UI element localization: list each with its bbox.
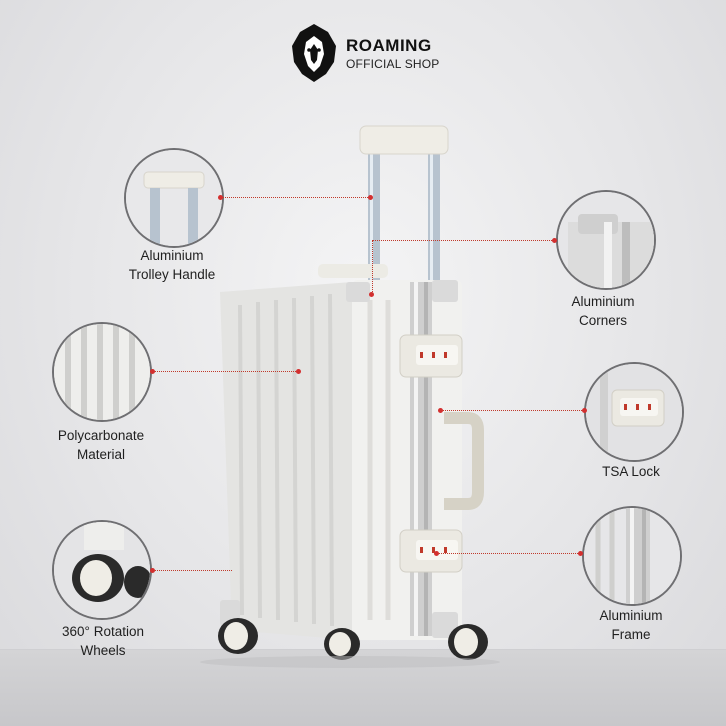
brand-header: ROAMING OFFICIAL SHOP	[288, 22, 448, 84]
corners-closeup	[556, 190, 656, 290]
frame-closeup	[582, 506, 682, 606]
wheels-feature: 360° Rotation Wheels	[18, 622, 188, 660]
polycarbonate-connector	[152, 371, 298, 372]
wheels-closeup	[52, 520, 152, 620]
tsa-lock-dot	[582, 408, 587, 413]
trolley-handle-closeup	[124, 148, 224, 248]
corners-feature: Aluminium Corners	[518, 292, 688, 330]
corners-dot-end	[369, 292, 374, 297]
brand-subtitle: OFFICIAL SHOP	[346, 57, 440, 71]
wheels-connector	[152, 570, 232, 571]
wheels-dot	[150, 568, 155, 573]
tsa-lock-label: TSA Lock	[602, 464, 660, 479]
frame-connector	[436, 553, 580, 554]
polycarbonate-dot-end	[296, 369, 301, 374]
corners-dot	[552, 238, 557, 243]
wheels-label: 360° Rotation Wheels	[62, 624, 144, 658]
trolley-handle-dot	[218, 195, 223, 200]
trolley-handle-label: Aluminium Trolley Handle	[128, 248, 216, 282]
tsa-lock-dot-end	[438, 408, 443, 413]
lion-head-icon	[292, 24, 336, 82]
floor-edge	[0, 649, 726, 650]
brand-name: ROAMING	[346, 36, 432, 55]
frame-feature: Aluminium Frame	[546, 606, 716, 644]
tsa-lock-connector	[440, 410, 584, 411]
polycarbonate-label: Polycarbonate Material	[57, 428, 145, 462]
corners-connector	[372, 240, 554, 241]
tsa-lock-feature: TSA Lock	[546, 462, 716, 481]
tsa-lock-closeup	[584, 362, 684, 462]
corners-label: Aluminium Corners	[571, 294, 635, 328]
polycarbonate-feature: Polycarbonate Material	[16, 426, 186, 464]
polycarbonate-closeup	[52, 322, 152, 422]
frame-dot	[578, 551, 583, 556]
frame-dot-end	[434, 551, 439, 556]
trolley-handle-connector	[220, 197, 370, 198]
polycarbonate-dot	[150, 369, 155, 374]
corners-connector-vertical	[372, 240, 373, 294]
trolley-handle-feature: Aluminium Trolley Handle	[87, 246, 257, 284]
frame-label: Aluminium Frame	[599, 608, 663, 642]
trolley-handle-dot-end	[368, 195, 373, 200]
